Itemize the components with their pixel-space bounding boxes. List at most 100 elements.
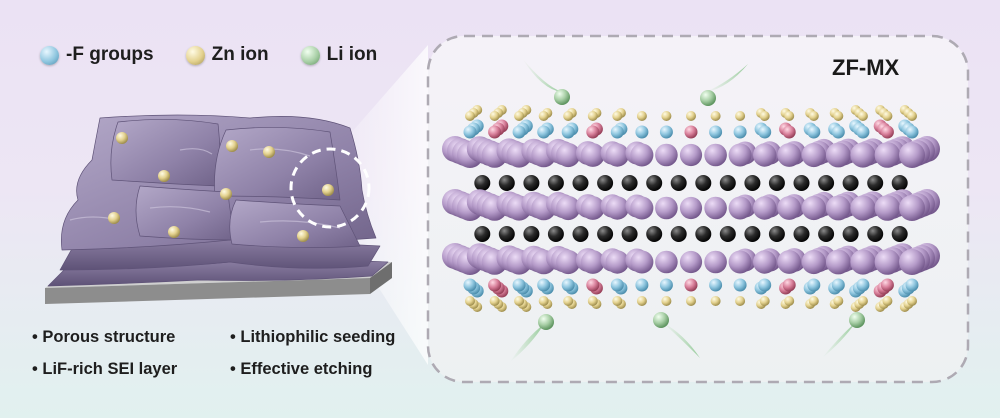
legend-item-li-ion: Li ion xyxy=(300,44,377,66)
carbon-atom xyxy=(793,226,810,242)
carbon-atom xyxy=(818,226,835,242)
zn-ion-atom xyxy=(514,296,525,306)
f-group-atom xyxy=(610,125,624,139)
f-group-atom xyxy=(659,125,673,139)
zn-ion-atom xyxy=(538,296,549,306)
zn-ion-atom xyxy=(808,296,819,306)
carbon-atom xyxy=(646,226,663,242)
zn-ion-atom xyxy=(636,111,647,121)
f-group-atom xyxy=(463,125,477,139)
carbon-atom xyxy=(646,175,663,191)
metal-atom xyxy=(899,195,925,221)
metal-atom xyxy=(556,142,581,168)
zn-ion-atom xyxy=(882,296,893,306)
metal-atom xyxy=(655,143,678,167)
metal-atom xyxy=(777,250,802,274)
metal-atom xyxy=(605,196,629,220)
feature-item: Porous structure xyxy=(32,328,230,347)
carbon-atom xyxy=(670,226,687,242)
zn-ion-dot-icon xyxy=(185,45,205,65)
f-group-atom xyxy=(807,278,821,292)
metal-atom xyxy=(753,143,777,167)
li-ions xyxy=(538,89,865,330)
metal-atom xyxy=(874,249,901,275)
pink-atom xyxy=(782,125,796,139)
carbon-atom xyxy=(597,226,614,242)
carbon-atom xyxy=(523,175,540,191)
zn-ion-atom xyxy=(489,296,500,306)
carbon-atom xyxy=(498,175,515,191)
zn-ion-atom xyxy=(612,296,623,306)
li-ion-dot-icon xyxy=(300,45,320,65)
panel-title: ZF-MX xyxy=(832,55,900,80)
metal-atom xyxy=(801,249,826,275)
zn-ion-atom xyxy=(784,111,795,121)
feature-item: Lithiophilic seeding xyxy=(230,328,430,347)
metal-atom xyxy=(753,196,777,220)
zn-ion-atom xyxy=(587,111,598,121)
zn-ion-atom xyxy=(710,111,721,121)
atomic-structure xyxy=(442,105,940,312)
legend-label: Zn ion xyxy=(211,44,269,65)
feature-item: Effective etching xyxy=(230,360,430,379)
carbon-atom xyxy=(695,175,712,191)
f-group-atom xyxy=(733,125,747,139)
metal-atom xyxy=(777,196,802,220)
metal-atom xyxy=(728,250,752,274)
metal-atom xyxy=(704,196,727,220)
carbon-atom xyxy=(572,175,589,191)
metal-atom xyxy=(704,143,727,167)
metal-atom xyxy=(630,250,654,274)
zn-ion-atom xyxy=(882,111,893,121)
zn-ion-atom xyxy=(710,296,721,306)
pink-atom xyxy=(684,125,698,139)
metal-atom xyxy=(850,142,876,168)
metal-atom xyxy=(580,250,605,274)
zn-ion-atom xyxy=(784,296,795,306)
metal-atom xyxy=(825,142,851,168)
metal-atom xyxy=(728,143,752,167)
zn-ion-atom xyxy=(833,111,844,121)
metal-atom xyxy=(580,143,605,167)
f-group-atom xyxy=(610,278,624,292)
f-group-atom xyxy=(856,278,870,292)
pink-atom xyxy=(586,125,600,139)
metal-atom xyxy=(679,250,703,274)
f-group-atom xyxy=(905,125,919,139)
f-group-atom xyxy=(635,278,649,292)
carbon-atom xyxy=(891,175,908,191)
zn-ion-atom xyxy=(661,111,672,121)
metal-atom xyxy=(556,249,581,275)
carbon-atom xyxy=(867,175,884,191)
zn-ion-atom xyxy=(514,111,525,121)
f-group-atom xyxy=(758,125,772,139)
zoom-projection xyxy=(345,45,428,365)
metal-atom xyxy=(630,196,654,220)
mxene-sheet-stack xyxy=(47,114,389,287)
f-group-atom xyxy=(537,278,551,292)
metal-atom xyxy=(630,143,654,167)
zn-ion-atom xyxy=(563,296,574,306)
f-group-dot-icon xyxy=(40,45,59,65)
zn-ion-atom xyxy=(857,111,868,121)
f-group-atom xyxy=(709,125,723,139)
carbon-atom xyxy=(474,175,491,191)
f-group-atom xyxy=(758,278,772,292)
carbon-atom xyxy=(818,175,835,191)
f-group-atom xyxy=(856,125,870,139)
pink-atom xyxy=(782,278,796,292)
carbon-atom xyxy=(744,226,761,242)
metal-atom xyxy=(801,142,826,168)
metal-atom xyxy=(850,249,876,275)
pink-atom xyxy=(488,125,502,139)
metal-atom xyxy=(777,143,802,167)
f-group-atom xyxy=(512,278,526,292)
legend-item-f-groups: -F groups xyxy=(40,44,154,66)
carbon-atom xyxy=(572,226,589,242)
carbon-atom xyxy=(621,175,638,191)
pink-atom xyxy=(880,278,894,292)
carbon-atom xyxy=(670,175,687,191)
metal-atom xyxy=(825,249,851,275)
metal-atom xyxy=(605,143,629,167)
zn-ion-atom xyxy=(465,111,475,121)
